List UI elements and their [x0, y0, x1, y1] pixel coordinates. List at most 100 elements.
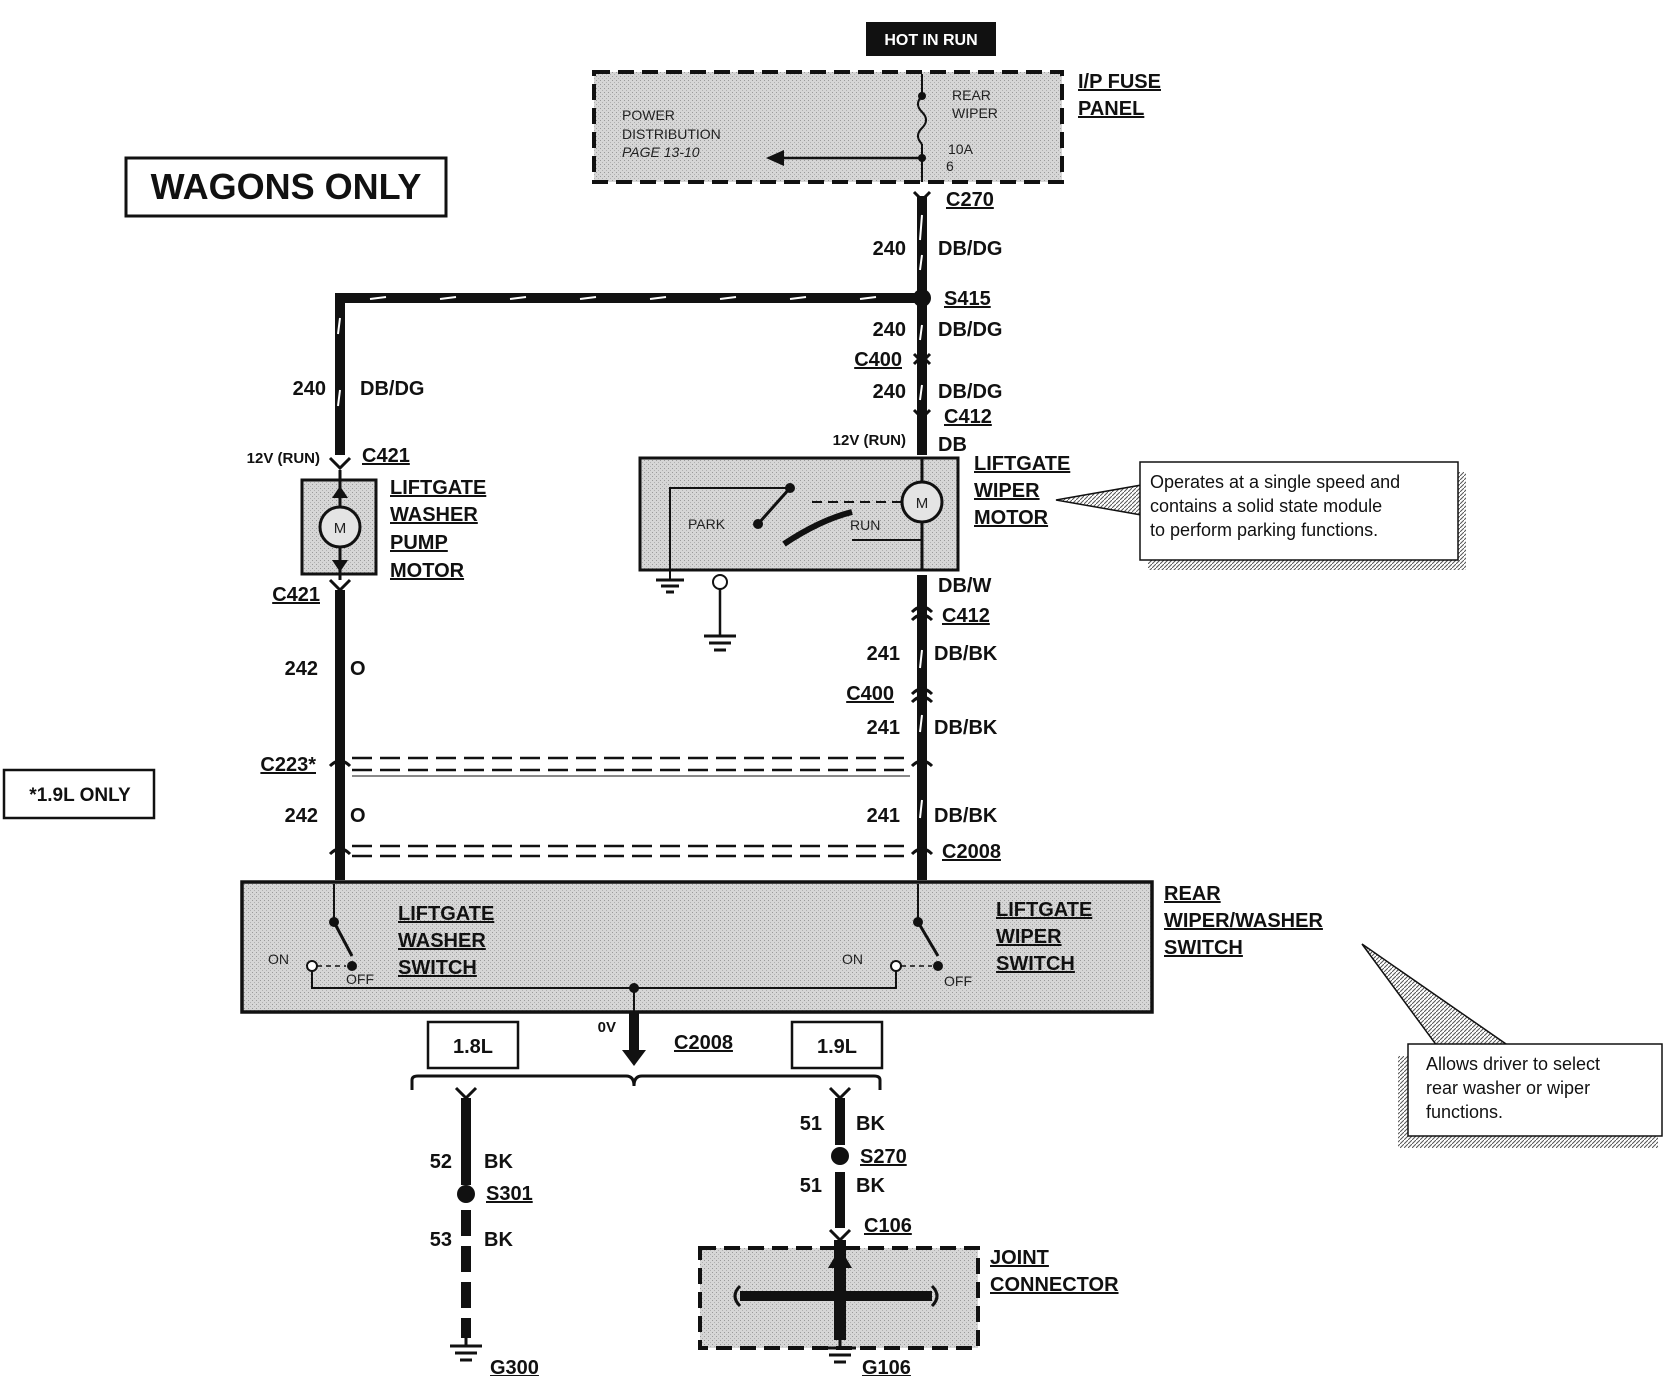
v12-left-label: 12V (RUN) [247, 450, 320, 467]
w241b-color: DB/BK [934, 717, 998, 739]
switch-title-line3: SWITCH [1164, 937, 1243, 959]
wiper-note-line3: to perform parking functions. [1150, 520, 1378, 540]
hot-in-run-label: HOT IN RUN [884, 32, 977, 49]
w240c-num: 240 [873, 381, 906, 403]
c400-top-connector-icon [912, 352, 932, 366]
w51b-color: BK [856, 1175, 885, 1197]
washer-motor-line2: WASHER [390, 504, 478, 526]
w240a-num: 240 [873, 238, 906, 260]
switch-note-line3: functions. [1426, 1102, 1503, 1122]
w240-left-num: 240 [293, 378, 326, 400]
wiper-switch-line2: WIPER [996, 926, 1062, 948]
v0-label: 0V [598, 1019, 616, 1036]
washer-switch-arm [332, 921, 354, 957]
w240-left-color: DB/DG [360, 378, 424, 400]
washer-switch-line2: WASHER [398, 930, 486, 952]
footnote-box [2, 768, 156, 820]
c270-connector-icon [912, 190, 932, 203]
wagons-only-label: WAGONS ONLY [151, 166, 422, 207]
wiper-switch-arm [916, 921, 940, 957]
c421-top-label: C421 [362, 445, 410, 467]
power-dist-arrow-icon [766, 150, 784, 166]
joint-arrow-icon [828, 1248, 852, 1268]
c421-bottom-label: C421 [272, 584, 320, 606]
switch-title-line2: WIPER/WASHER [1164, 910, 1323, 932]
c400-bottom-connector-icon [910, 687, 934, 704]
w242a-num: 242 [285, 658, 318, 680]
fuse-icon [917, 95, 927, 145]
w51a-color: BK [856, 1113, 885, 1135]
s301-splice [457, 1185, 475, 1203]
washer-switch-line3: SWITCH [398, 957, 477, 979]
fuse-number: 6 [946, 158, 954, 174]
db-motor-in-label: DB [938, 434, 967, 456]
run-label: RUN [850, 517, 880, 533]
ground-arrow-icon [622, 1050, 646, 1066]
wiper-motor-note: Operates at a single speed and contains … [1055, 461, 1466, 570]
wiper-switch-line3: SWITCH [996, 953, 1075, 975]
w241a-color: DB/BK [934, 643, 998, 665]
wiper-motor-line2: WIPER [974, 480, 1040, 502]
c412-bottom-connector-icon [910, 605, 934, 622]
rear-wiper-washer-switch: ON OFF ON OFF [240, 880, 1154, 1014]
wiper-on-label: ON [842, 951, 863, 967]
c421-bottom-connector-icon [328, 578, 352, 593]
w52-num: 52 [430, 1151, 452, 1173]
c106-connector-icon [828, 1228, 852, 1243]
run-contact [782, 509, 853, 547]
c412-bottom-label: C412 [942, 605, 990, 627]
fuse-line2: WIPER [952, 105, 998, 121]
engine-option-brace [410, 1074, 882, 1090]
wiper-note-line2: contains a solid state module [1150, 496, 1382, 516]
c223-connector [328, 756, 934, 777]
wiper-motor-line3: MOTOR [974, 507, 1049, 529]
power-dist-line3: PAGE 13-10 [622, 144, 700, 160]
c223-label: C223* [260, 754, 316, 776]
park-label: PARK [688, 516, 726, 532]
joint-connector-line1: JOINT [990, 1247, 1049, 1269]
s270-splice [831, 1147, 849, 1165]
liftgate-wiper-motor: M PARK RUN [638, 456, 960, 594]
c2008-ground-label: C2008 [674, 1032, 733, 1054]
footnote-label: *1.9L ONLY [29, 785, 131, 806]
washer-motor-symbol: M [334, 520, 347, 537]
engine-18-box [426, 1020, 520, 1070]
fuse-panel-title-line2: PANEL [1078, 98, 1144, 120]
c421-top-connector-icon [328, 456, 352, 471]
engine-18-label: 1.8L [453, 1036, 493, 1058]
w241a-num: 241 [867, 643, 900, 665]
washer-off-label: OFF [346, 971, 374, 987]
park-switch-arm [756, 487, 792, 525]
v12-right-label: 12V (RUN) [833, 432, 906, 449]
w240b-color: DB/DG [938, 319, 1002, 341]
washer-motor-line1: LIFTGATE [390, 477, 486, 499]
c270-label: C270 [946, 189, 994, 211]
wiper-ground-terminal [712, 574, 728, 590]
g106-label: G106 [862, 1357, 911, 1376]
power-dist-line1: POWER [622, 107, 675, 123]
w53-color: BK [484, 1229, 513, 1251]
wiper-motor-symbol: M [916, 495, 929, 512]
dbw-label: DB/W [938, 575, 991, 597]
g300-ground-icon [450, 1338, 482, 1362]
w241c-num: 241 [867, 805, 900, 827]
wiper-switch-line1: LIFTGATE [996, 899, 1092, 921]
c2008-connector [328, 844, 934, 858]
w241c-color: DB/BK [934, 805, 998, 827]
switch-note: Allows driver to select rear washer or w… [1361, 943, 1663, 1148]
g300-label: G300 [490, 1357, 539, 1376]
w242b-color: O [350, 805, 366, 827]
washer-switch-line1: LIFTGATE [398, 903, 494, 925]
wiper-off-label: OFF [944, 973, 972, 989]
washer-motor-icon [318, 505, 362, 549]
w242a-color: O [350, 658, 366, 680]
switch-note-line2: rear washer or wiper [1426, 1078, 1590, 1098]
c412-top-label: C412 [944, 406, 992, 428]
w240c-color: DB/DG [938, 381, 1002, 403]
w52-color: BK [484, 1151, 513, 1173]
c2008-right-label: C2008 [942, 841, 1001, 863]
joint-connector [698, 1240, 980, 1350]
s301-label: S301 [486, 1183, 533, 1205]
power-dist-line2: DISTRIBUTION [622, 126, 721, 142]
w241b-num: 241 [867, 717, 900, 739]
